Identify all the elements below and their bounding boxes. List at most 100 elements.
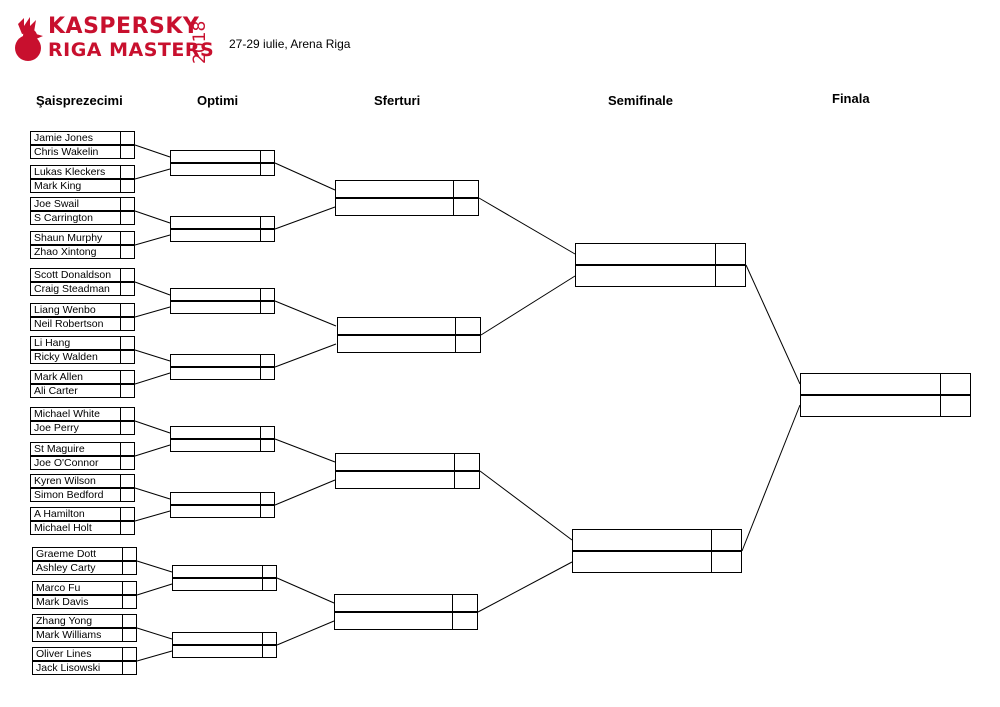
match-slot	[170, 439, 275, 452]
match-slot	[172, 578, 277, 591]
score-box	[120, 231, 134, 245]
match-slot: Ashley Carty	[32, 561, 137, 575]
score-box	[452, 612, 477, 630]
player-name: Oliver Lines	[36, 648, 92, 660]
score-box	[120, 179, 134, 193]
match-slot: Lukas Kleckers	[30, 165, 135, 179]
score-box	[122, 647, 136, 661]
score-box	[120, 507, 134, 521]
score-box	[260, 288, 274, 301]
match-slot: Kyren Wilson	[30, 474, 135, 488]
match-slot: A Hamilton	[30, 507, 135, 521]
match-slot	[170, 367, 275, 380]
match-slot: S Carrington	[30, 211, 135, 225]
match-slot	[575, 265, 746, 287]
score-box	[262, 565, 276, 578]
match-slot	[170, 354, 275, 367]
player-name: Michael White	[34, 408, 100, 420]
score-box	[260, 150, 274, 163]
score-box	[120, 407, 134, 421]
score-box	[260, 505, 274, 518]
match-slot	[170, 426, 275, 439]
match-slot	[335, 471, 480, 489]
player-name: Mark Allen	[34, 371, 84, 383]
match-slot	[334, 594, 478, 612]
match-slot: Li Hang	[30, 336, 135, 350]
match-slot	[172, 645, 277, 658]
player-name: Shaun Murphy	[34, 232, 103, 244]
match-slot: Scott Donaldson	[30, 268, 135, 282]
player-name: Mark King	[34, 180, 82, 192]
match-slot	[337, 317, 481, 335]
player-name: Ali Carter	[34, 385, 78, 397]
score-box	[122, 561, 136, 575]
score-box	[715, 265, 745, 287]
match-slot: Oliver Lines	[32, 647, 137, 661]
score-box	[122, 661, 136, 675]
match-slot	[572, 529, 742, 551]
match-slot	[172, 632, 277, 645]
score-box	[120, 474, 134, 488]
player-name: Joe Perry	[34, 422, 79, 434]
score-box	[260, 426, 274, 439]
score-box	[262, 632, 276, 645]
match-slot	[170, 150, 275, 163]
match-slot: Joe O'Connor	[30, 456, 135, 470]
match-slot	[335, 180, 479, 198]
match-slot: Mark Williams	[32, 628, 137, 642]
match-slot	[170, 301, 275, 314]
player-name: Liang Wenbo	[34, 304, 96, 316]
player-name: Neil Robertson	[34, 318, 104, 330]
match-slot: Neil Robertson	[30, 317, 135, 331]
match-slot: Ali Carter	[30, 384, 135, 398]
match-slot: Jack Lisowski	[32, 661, 137, 675]
score-box	[120, 268, 134, 282]
player-name: Jamie Jones	[34, 132, 93, 144]
match-slot	[170, 492, 275, 505]
score-box	[260, 492, 274, 505]
match-slot	[170, 288, 275, 301]
player-name: Ricky Walden	[34, 351, 98, 363]
match-slot	[800, 373, 971, 395]
score-box	[454, 471, 479, 489]
score-box	[120, 131, 134, 145]
score-box	[120, 165, 134, 179]
score-box	[120, 336, 134, 350]
match-slot	[572, 551, 742, 573]
score-box	[120, 456, 134, 470]
score-box	[122, 547, 136, 561]
score-box	[715, 243, 745, 265]
score-box	[711, 529, 741, 551]
match-slot: Mark Allen	[30, 370, 135, 384]
match-slot	[335, 453, 480, 471]
match-slot: Joe Perry	[30, 421, 135, 435]
player-name: Kyren Wilson	[34, 475, 96, 487]
player-name: Craig Steadman	[34, 283, 110, 295]
player-name: Lukas Kleckers	[34, 166, 106, 178]
match-slot: Zhang Yong	[32, 614, 137, 628]
score-box	[120, 350, 134, 364]
score-box	[260, 439, 274, 452]
logo-line-2: RIGA MASTERS	[48, 39, 215, 61]
match-slot: Zhao Xintong	[30, 245, 135, 259]
player-name: Zhang Yong	[36, 615, 93, 627]
score-box	[262, 578, 276, 591]
score-box	[940, 373, 970, 395]
score-box	[260, 367, 274, 380]
score-box	[120, 442, 134, 456]
player-name: Ashley Carty	[36, 562, 96, 574]
round-header-16: Optimi	[197, 93, 239, 108]
match-slot: Simon Bedford	[30, 488, 135, 502]
match-slot: Joe Swail	[30, 197, 135, 211]
score-box	[260, 216, 274, 229]
player-name: St Maguire	[34, 443, 85, 455]
round-header-32: Şaisprezecimi	[36, 93, 123, 108]
round-header-qf: Sferturi	[374, 93, 421, 108]
score-box	[454, 453, 479, 471]
player-name: Simon Bedford	[34, 489, 104, 501]
player-name: Jack Lisowski	[36, 662, 101, 674]
match-slot	[575, 243, 746, 265]
player-name: Zhao Xintong	[34, 246, 97, 258]
score-box	[120, 384, 134, 398]
